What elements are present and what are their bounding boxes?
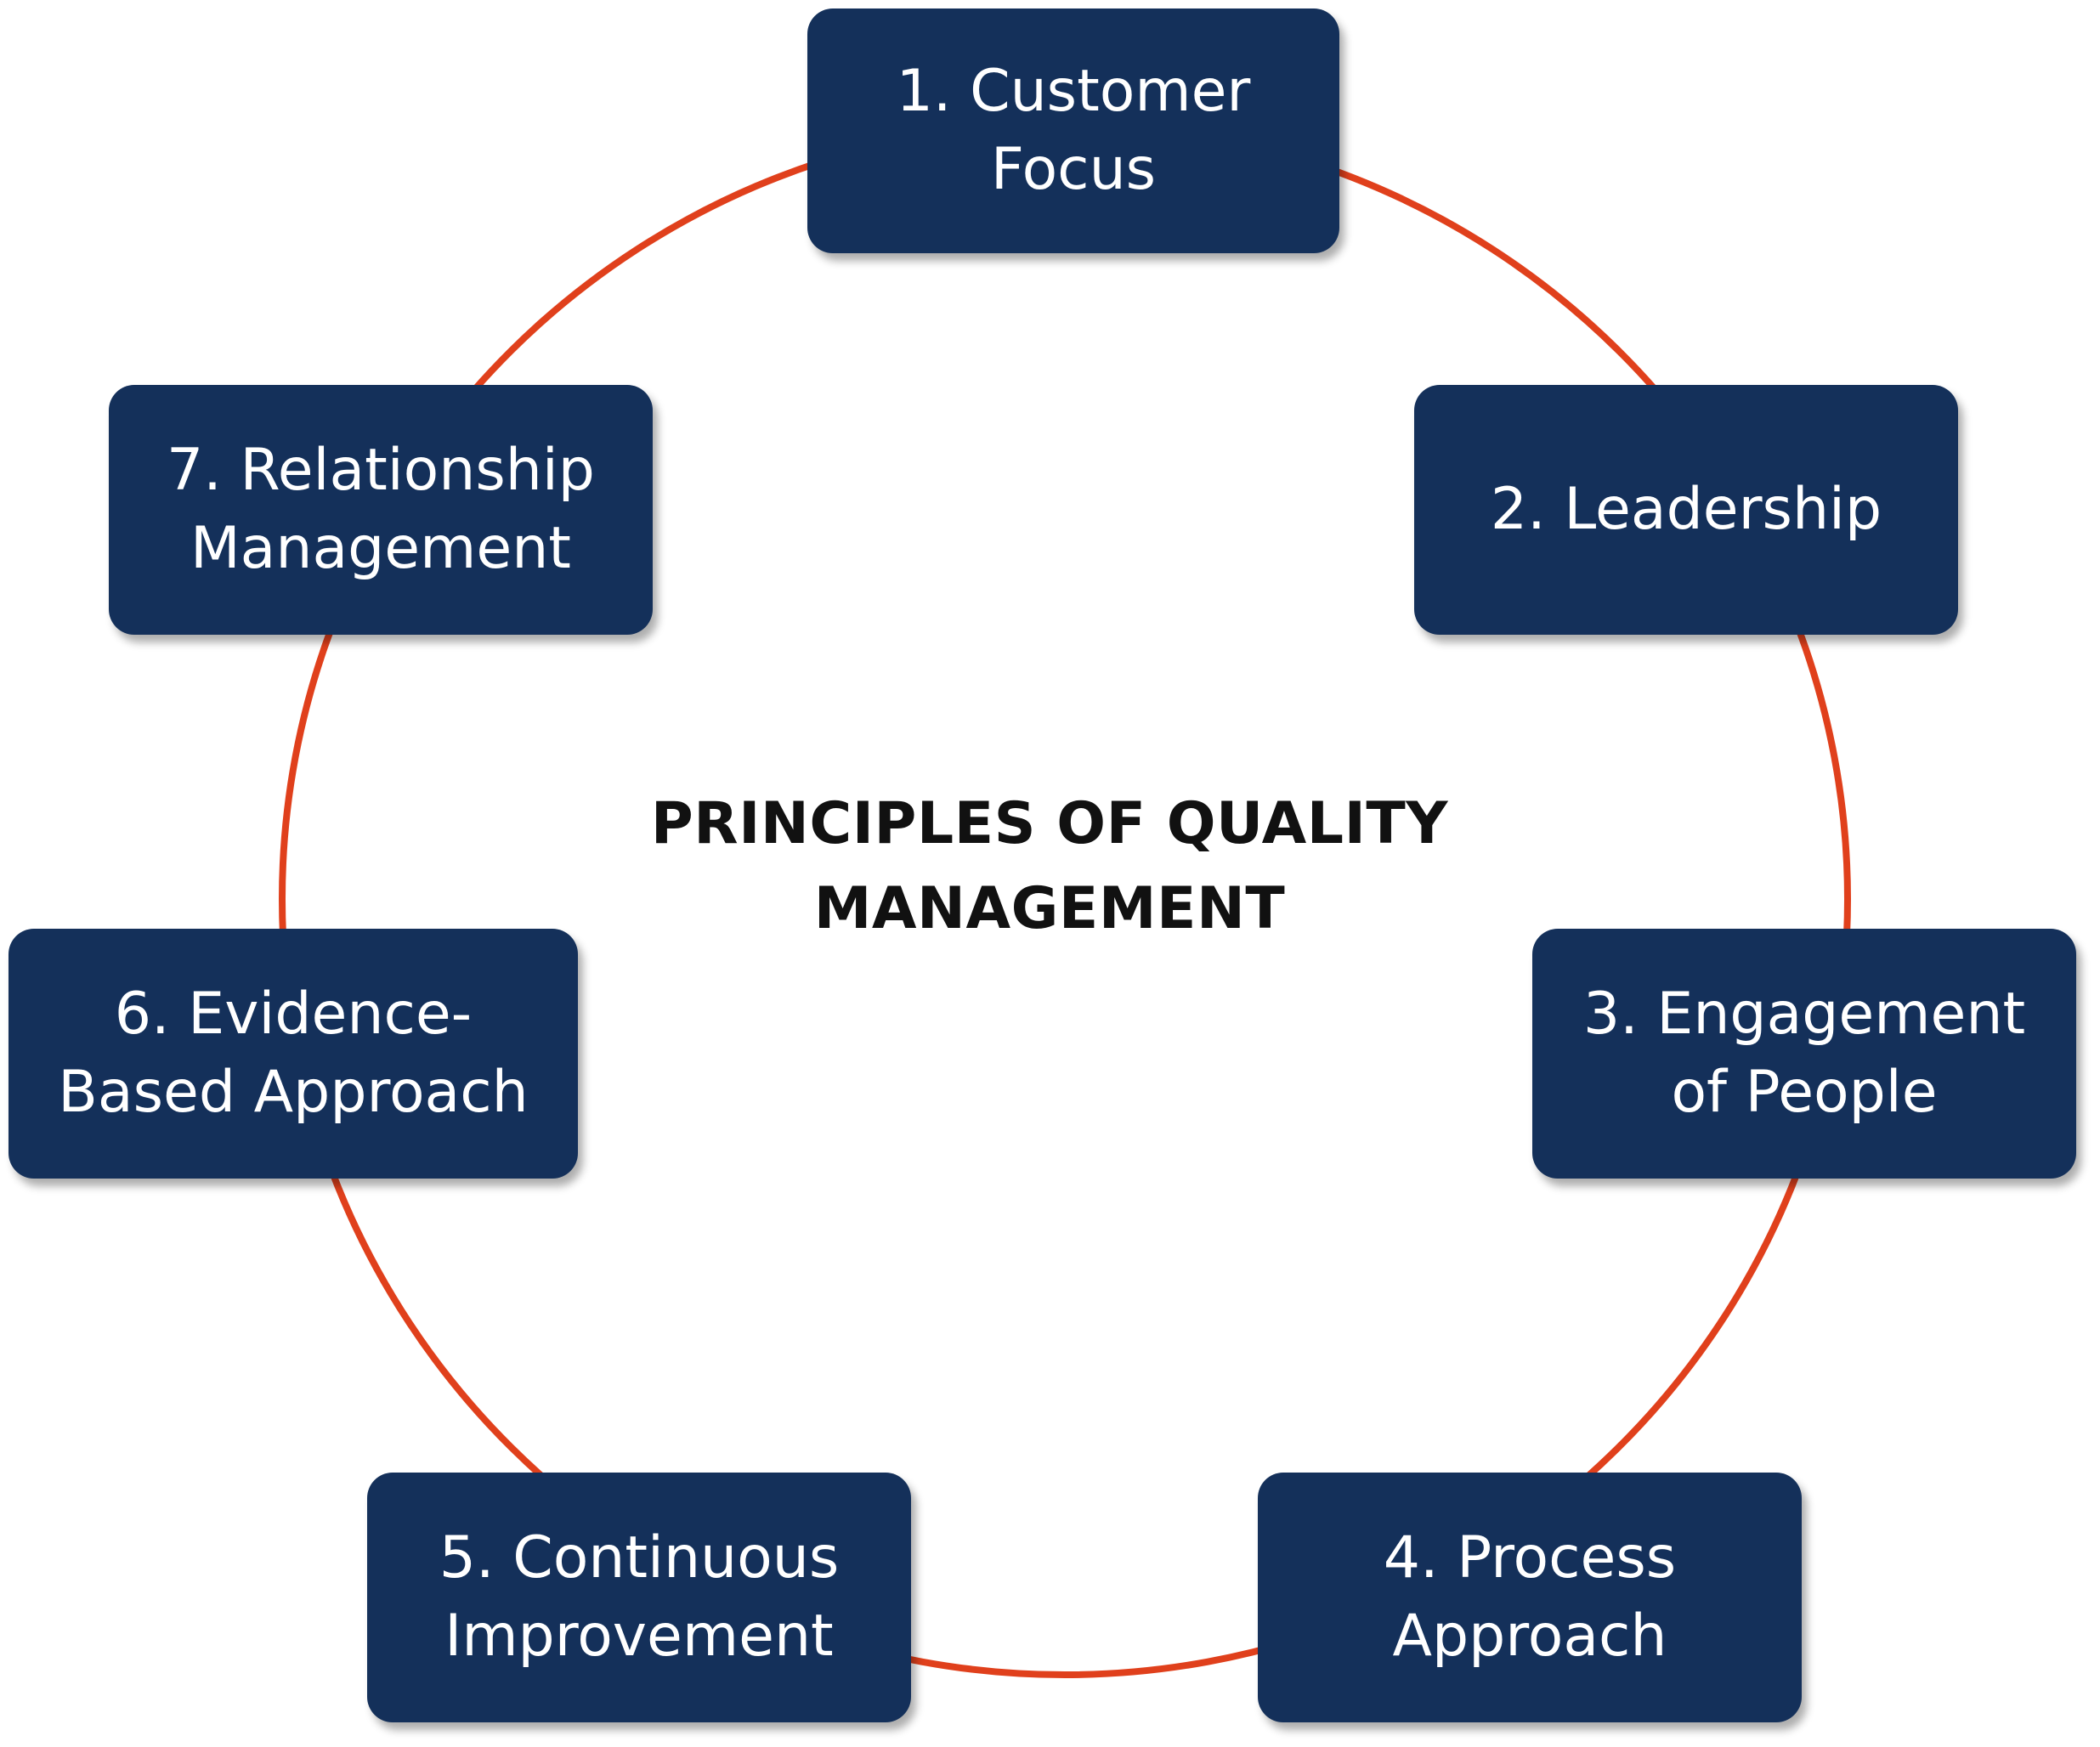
principle-label-line-1: 1. Customer <box>896 58 1251 125</box>
principle-label-line-2: of People <box>1671 1059 1938 1126</box>
principle-box-continuous-improvement: 5. Continuous Improvement <box>367 1473 911 1722</box>
principle-label-line-1: 3. Engagement <box>1582 981 2026 1048</box>
principle-label-line-2: Based Approach <box>58 1059 529 1126</box>
principle-box-leadership: 2. Leadership <box>1414 385 1958 635</box>
diagram-title-line-2: MANAGEMENT <box>813 875 1286 942</box>
principle-box-relationship-management: 7. Relationship Management <box>109 385 653 635</box>
principle-label-line-2: Focus <box>990 136 1157 203</box>
principle-label-line-2: Improvement <box>444 1603 834 1670</box>
principle-label-line-1: 5. Continuous <box>439 1524 840 1592</box>
principle-label-line-2: Approach <box>1392 1603 1667 1670</box>
principle-box-evidence-based-approach: 6. Evidence- Based Approach <box>8 929 578 1179</box>
principle-label-line-1: 6. Evidence- <box>114 981 473 1048</box>
principle-label-line-1: 4. Process <box>1383 1524 1677 1592</box>
diagram-title: PRINCIPLES OF QUALITY MANAGEMENT <box>540 782 1559 952</box>
principle-box-customer-focus: 1. Customer Focus <box>807 8 1339 253</box>
principle-label-line-1: 7. Relationship <box>167 437 595 504</box>
principle-label-line-2: Management <box>190 515 571 582</box>
diagram-title-line-1: PRINCIPLES OF QUALITY <box>650 790 1449 857</box>
principle-box-engagement-of-people: 3. Engagement of People <box>1532 929 2076 1179</box>
principle-box-process-approach: 4. Process Approach <box>1258 1473 1802 1722</box>
principle-label-line-1: 2. Leadership <box>1490 476 1882 543</box>
